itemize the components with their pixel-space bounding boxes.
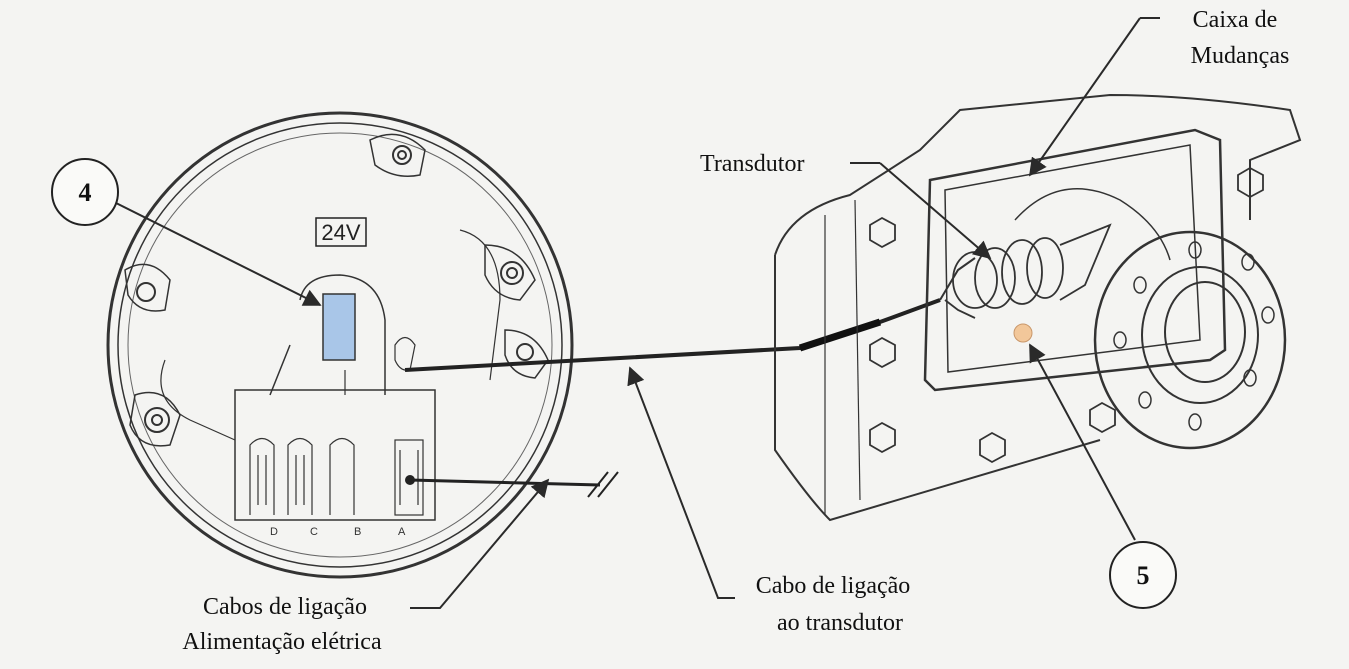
flange-bolt-holes: [1113, 241, 1275, 431]
hex-bolts: [869, 166, 1264, 464]
output-flange-hub: [1141, 266, 1259, 404]
leader-power-cables: [410, 478, 550, 609]
voltage-label: 24V: [321, 220, 360, 245]
leader-gearbox: [1028, 17, 1141, 177]
gearbox-cover-plate: [923, 128, 1227, 392]
terminal-label-a: A: [398, 526, 406, 538]
cable-gland: [394, 336, 416, 371]
housing-inner-ring: [117, 122, 563, 568]
cable-break-mark: [587, 471, 619, 498]
inner-rib-left: [160, 359, 236, 441]
terminal-label-d: D: [270, 526, 278, 538]
fuse-holder-bracket: [299, 274, 386, 395]
control-unit: [106, 111, 574, 579]
inner-rib-right: [459, 229, 501, 381]
callout-4: 4: [51, 158, 119, 226]
callout-5-number: 5: [1137, 561, 1150, 590]
gearbox-body-outline: [774, 255, 1101, 522]
transducer-cable-sleeve: [798, 318, 882, 352]
label-power-cables-line1: Cabos de ligação: [203, 594, 367, 620]
output-flange: [1093, 230, 1287, 450]
power-cable: [409, 478, 601, 487]
terminal-slots: [249, 437, 424, 516]
gearbox-cover-inner: [944, 144, 1201, 373]
mount-screw-left-upper: [124, 263, 171, 312]
terminal-label-b: B: [354, 526, 361, 538]
fuse: [322, 293, 356, 361]
label-power-cables-line2: Alimentação elétrica: [182, 629, 382, 655]
leaders: [109, 17, 1160, 609]
leader-transducer-cable: [627, 366, 735, 599]
terminal-label-c: C: [310, 526, 318, 538]
terminal-board: [234, 389, 436, 521]
leader-callout-5: [1029, 343, 1136, 541]
voltage-label-box: [315, 217, 367, 247]
sensor-position-dot: [1013, 323, 1033, 343]
gearbox-flange-edge-2: [854, 199, 861, 501]
housing-inner-ring-2: [127, 132, 553, 558]
transducer-body: [939, 223, 1112, 319]
label-transducer-cable-line1: Cabo de ligação: [756, 573, 911, 599]
label-gearbox-line1: Caixa de: [1193, 7, 1278, 33]
label-transducer: Transdutor: [700, 151, 804, 177]
mount-screw-left-lower: [129, 391, 181, 447]
output-flange-bore: [1164, 281, 1246, 383]
callout-4-number: 4: [79, 178, 92, 207]
leader-transducer: [879, 162, 992, 260]
mount-screw-right-upper: [484, 244, 536, 301]
label-transducer-cable-line2: ao transdutor: [777, 610, 903, 636]
callout-5: 5: [1109, 541, 1177, 609]
bracket-leg: [269, 344, 291, 396]
mount-screw-top: [369, 133, 426, 177]
mount-screw-right: [504, 329, 549, 379]
label-gearbox-line2: Mudanças: [1191, 43, 1290, 69]
transducer-cable: [404, 298, 941, 372]
gearbox: [774, 93, 1302, 522]
housing-outer-ring: [106, 111, 574, 579]
gearbox-top-edge: [774, 93, 1302, 256]
shaft-boss: [1014, 188, 1171, 261]
leader-callout-4: [109, 199, 322, 306]
